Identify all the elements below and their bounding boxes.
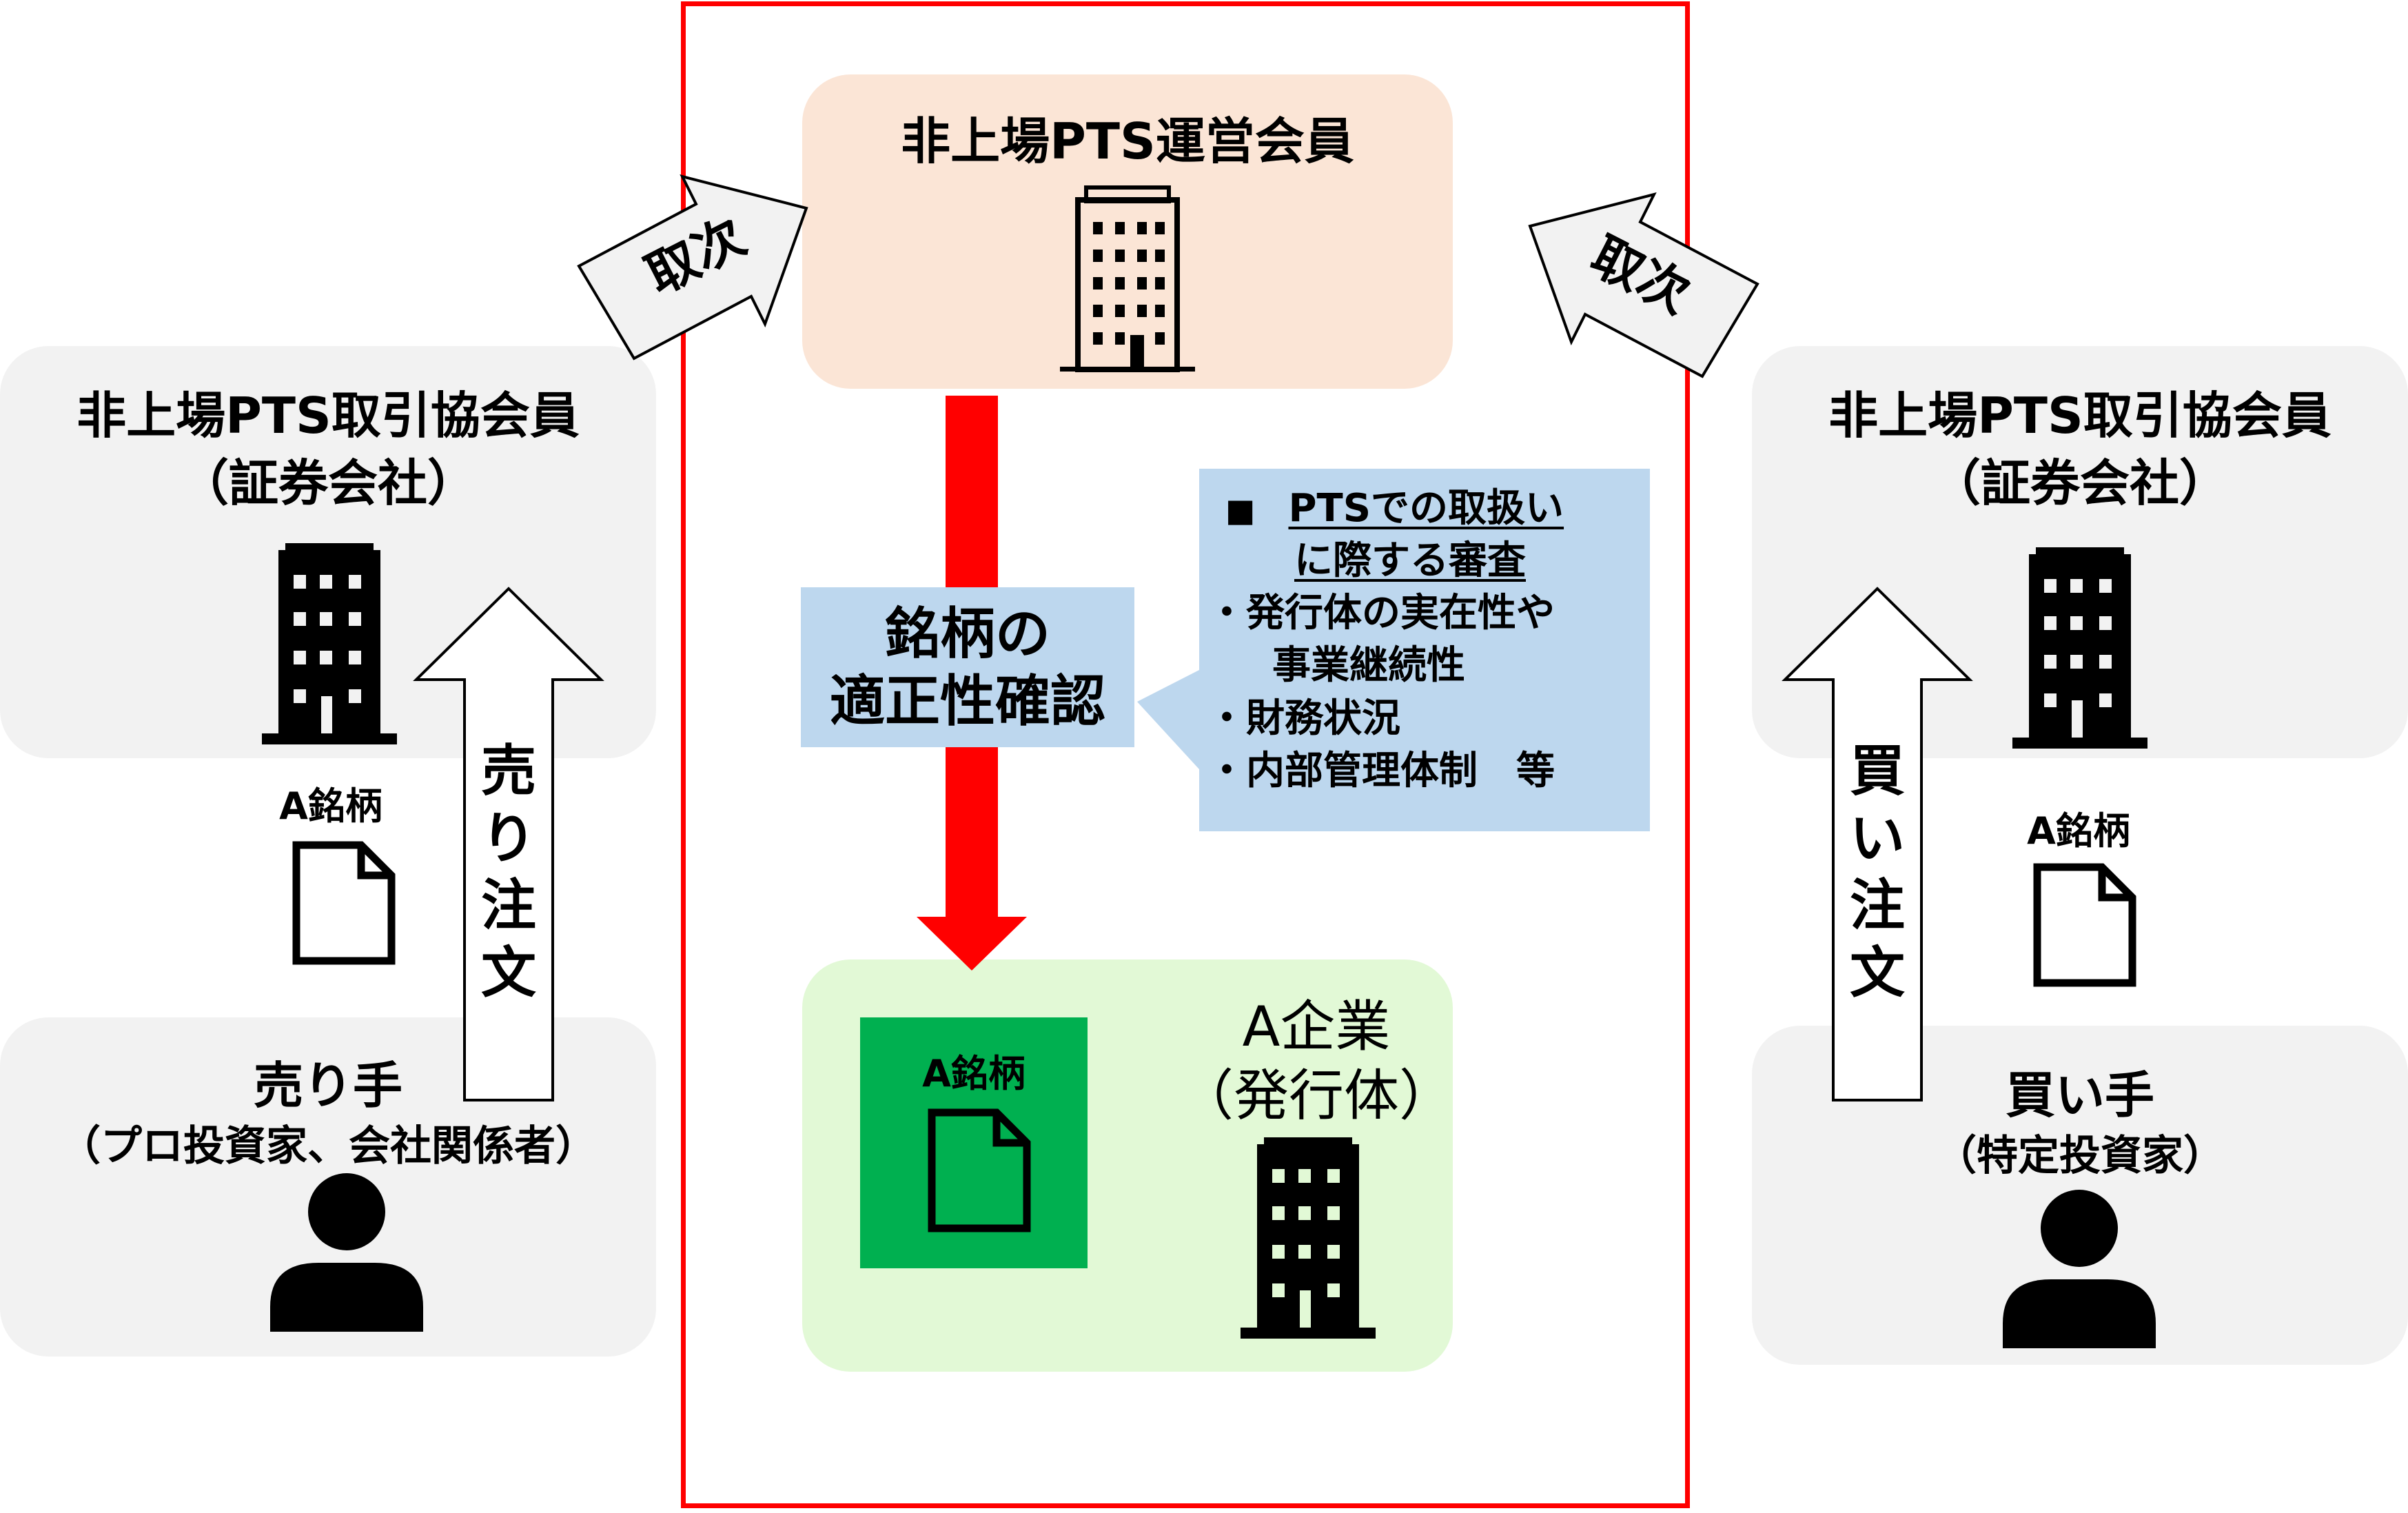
criteria-item-3: ・内部管理体制 等 [1207, 748, 1555, 793]
criteria-heading-line1: PTSでの取扱い [1288, 486, 1564, 531]
criteria-heading: ■ PTSでの取扱い [1207, 483, 1635, 535]
operator-frame [681, 1, 1690, 1508]
office-building-icon [262, 543, 397, 744]
person-icon [270, 1173, 423, 1332]
review-label-line1: 銘柄の [885, 602, 1050, 666]
buyer-stock-label: A銘柄 [2027, 809, 2130, 853]
review-label-box [801, 587, 1134, 747]
review-criteria-callout [1137, 469, 1650, 831]
criteria-heading-line2: に際する審査 [1294, 538, 1526, 584]
seller-title: 売り手 [253, 1057, 402, 1115]
sell-order-label: 売り注文 [481, 739, 536, 1005]
buyer-member-subtitle: （証券会社） [1930, 454, 2229, 512]
criteria-item-1: ・発行体の実在性や [1207, 591, 1555, 636]
issuer-subtitle: （発行体） [1179, 1064, 1454, 1128]
document-icon [292, 841, 396, 965]
document-icon [928, 1108, 1031, 1232]
buyer-subtitle: （特定投資家） [1935, 1132, 2225, 1180]
operator-title: 非上場PTS運営会員 [901, 112, 1354, 170]
buyer-title: 買い手 [2005, 1066, 2154, 1124]
relay-arrow-right [1528, 192, 1759, 378]
buyer-member-title: 非上場PTS取引協会員 [1828, 387, 2332, 445]
issuer-title: A企業 [1242, 995, 1391, 1059]
criteria-heading-line2-wrap: に際する審査 [1207, 535, 1635, 587]
operator-panel [802, 74, 1453, 389]
buy-order-arrow [1782, 587, 1973, 1101]
review-criteria-text: ■ PTSでの取扱い に際する審査 ・発行体の実在性や 事業継続性 ・財務状況 ・… [1207, 483, 1635, 798]
bullet-square-icon: ■ [1225, 491, 1256, 529]
sell-order-arrow [413, 587, 604, 1101]
relay-arrow-left [577, 174, 808, 361]
seller-member-title: 非上場PTS取引協会員 [76, 387, 580, 445]
review-label-line2: 適正性確認 [830, 669, 1105, 733]
document-icon [2033, 863, 2136, 987]
buy-order-label: 買い注文 [1850, 739, 1905, 1005]
seller-member-subtitle: （証券会社） [178, 454, 477, 512]
seller-stock-label: A銘柄 [279, 784, 382, 828]
issuer-stock-label: A銘柄 [922, 1052, 1026, 1095]
office-building-icon [1241, 1137, 1376, 1339]
office-building-icon [1060, 185, 1195, 372]
seller-subtitle: （プロ投資家、会社関係者） [59, 1122, 597, 1170]
person-icon [2003, 1190, 2156, 1348]
criteria-item-2: ・財務状況 [1207, 695, 1400, 741]
office-building-icon [2012, 547, 2147, 749]
criteria-item-1-cont: 事業継続性 [1272, 643, 1465, 689]
